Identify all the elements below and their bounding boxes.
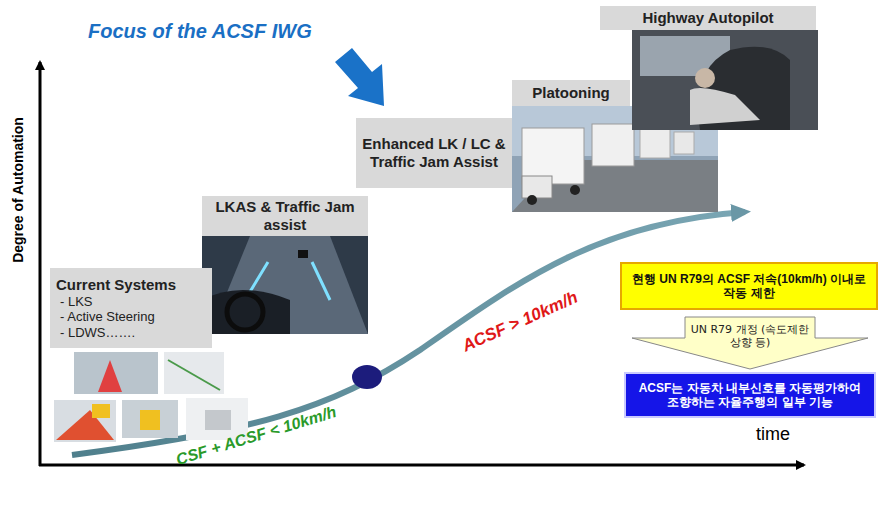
stage-box: Platooning: [512, 80, 630, 106]
current-systems-pictures: [54, 352, 248, 442]
y-axis: [39, 62, 42, 466]
node-heading: Current Systems: [56, 276, 206, 294]
focus-arrow: [335, 48, 384, 106]
focus-label: Focus of the ACSF IWG: [88, 20, 312, 43]
node-heading: Highway Autopilot: [604, 9, 812, 27]
x-axis: [39, 464, 804, 467]
node-heading: ACSF는 자동차 내부신호를 자동평가하여 조향하는 자율주행의 일부 기능: [634, 381, 866, 410]
definition-box: ACSF는 자동차 내부신호를 자동평가하여 조향하는 자율주행의 일부 기능: [624, 372, 876, 418]
stage-box: Enhanced LK / LC & Traffic Jam Assist: [356, 118, 512, 188]
axis-label: time: [756, 424, 790, 445]
system-group-box: Current Systems- LKS- Active Steering- L…: [50, 268, 212, 348]
stage-box: LKAS & Traffic Jam assist: [202, 196, 368, 236]
node-heading: LKAS & Traffic Jam assist: [206, 198, 364, 234]
threshold-dot: [352, 365, 382, 389]
regulation-note-box: 현행 UN R79의 ACSF 저속(10km/h) 이내로 작동 제한: [620, 262, 878, 310]
lkas-picture: [202, 236, 368, 334]
revision-arrow: UN R79 개정 (속도제한 상향 등): [630, 316, 870, 370]
node-heading: Enhanced LK / LC & Traffic Jam Assist: [362, 135, 506, 171]
node-item: - Active Steering: [56, 309, 206, 325]
stage-box: Highway Autopilot: [600, 6, 816, 30]
node-heading: UN R79 개정 (속도제한 상향 등): [690, 323, 810, 349]
axis-label: Degree of Automation: [10, 117, 26, 263]
node-heading: Platooning: [516, 84, 626, 102]
node-item: - LKS: [56, 294, 206, 310]
speed-label: ACSF > 10km/h: [459, 288, 581, 357]
autopilot-picture: [632, 30, 818, 130]
node-item: - LDWS…….: [56, 325, 206, 341]
node-heading: 현행 UN R79의 ACSF 저속(10km/h) 이내로 작동 제한: [628, 272, 870, 301]
